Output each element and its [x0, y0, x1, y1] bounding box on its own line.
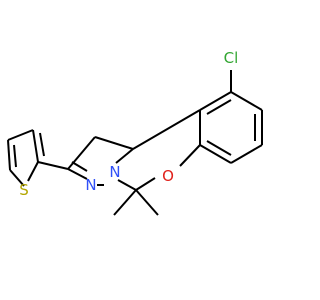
bond: [117, 179, 137, 191]
bond: [135, 177, 156, 191]
bond: [67, 136, 96, 170]
atom-cl: Cl: [224, 49, 239, 67]
bond: [27, 161, 39, 182]
bond: [32, 129, 39, 163]
bond: [230, 144, 263, 164]
bond: [135, 189, 159, 216]
bond: [37, 161, 69, 170]
bond: [199, 91, 232, 111]
chemical-structure: Cl S O N N: [7, 49, 263, 216]
bond: [115, 148, 134, 164]
bond: [71, 161, 88, 172]
bond: [13, 144, 17, 168]
atom-o: O: [162, 167, 174, 185]
bond: [199, 144, 232, 164]
bond: [230, 91, 263, 111]
bonds: [7, 70, 263, 216]
bond: [67, 168, 88, 180]
bond: [206, 140, 232, 156]
atom-n-ring-junction: N: [109, 163, 120, 181]
bond: [206, 99, 232, 115]
bond: [9, 169, 25, 187]
atom-labels: Cl S O N N: [19, 49, 238, 199]
bond: [7, 129, 34, 141]
bond: [113, 189, 137, 216]
bond: [94, 136, 134, 150]
bond: [7, 139, 11, 171]
bond: [179, 144, 201, 167]
bond: [39, 132, 45, 157]
atom-n-imine: N: [85, 176, 96, 194]
bond: [132, 109, 201, 150]
atom-s: S: [19, 181, 29, 199]
